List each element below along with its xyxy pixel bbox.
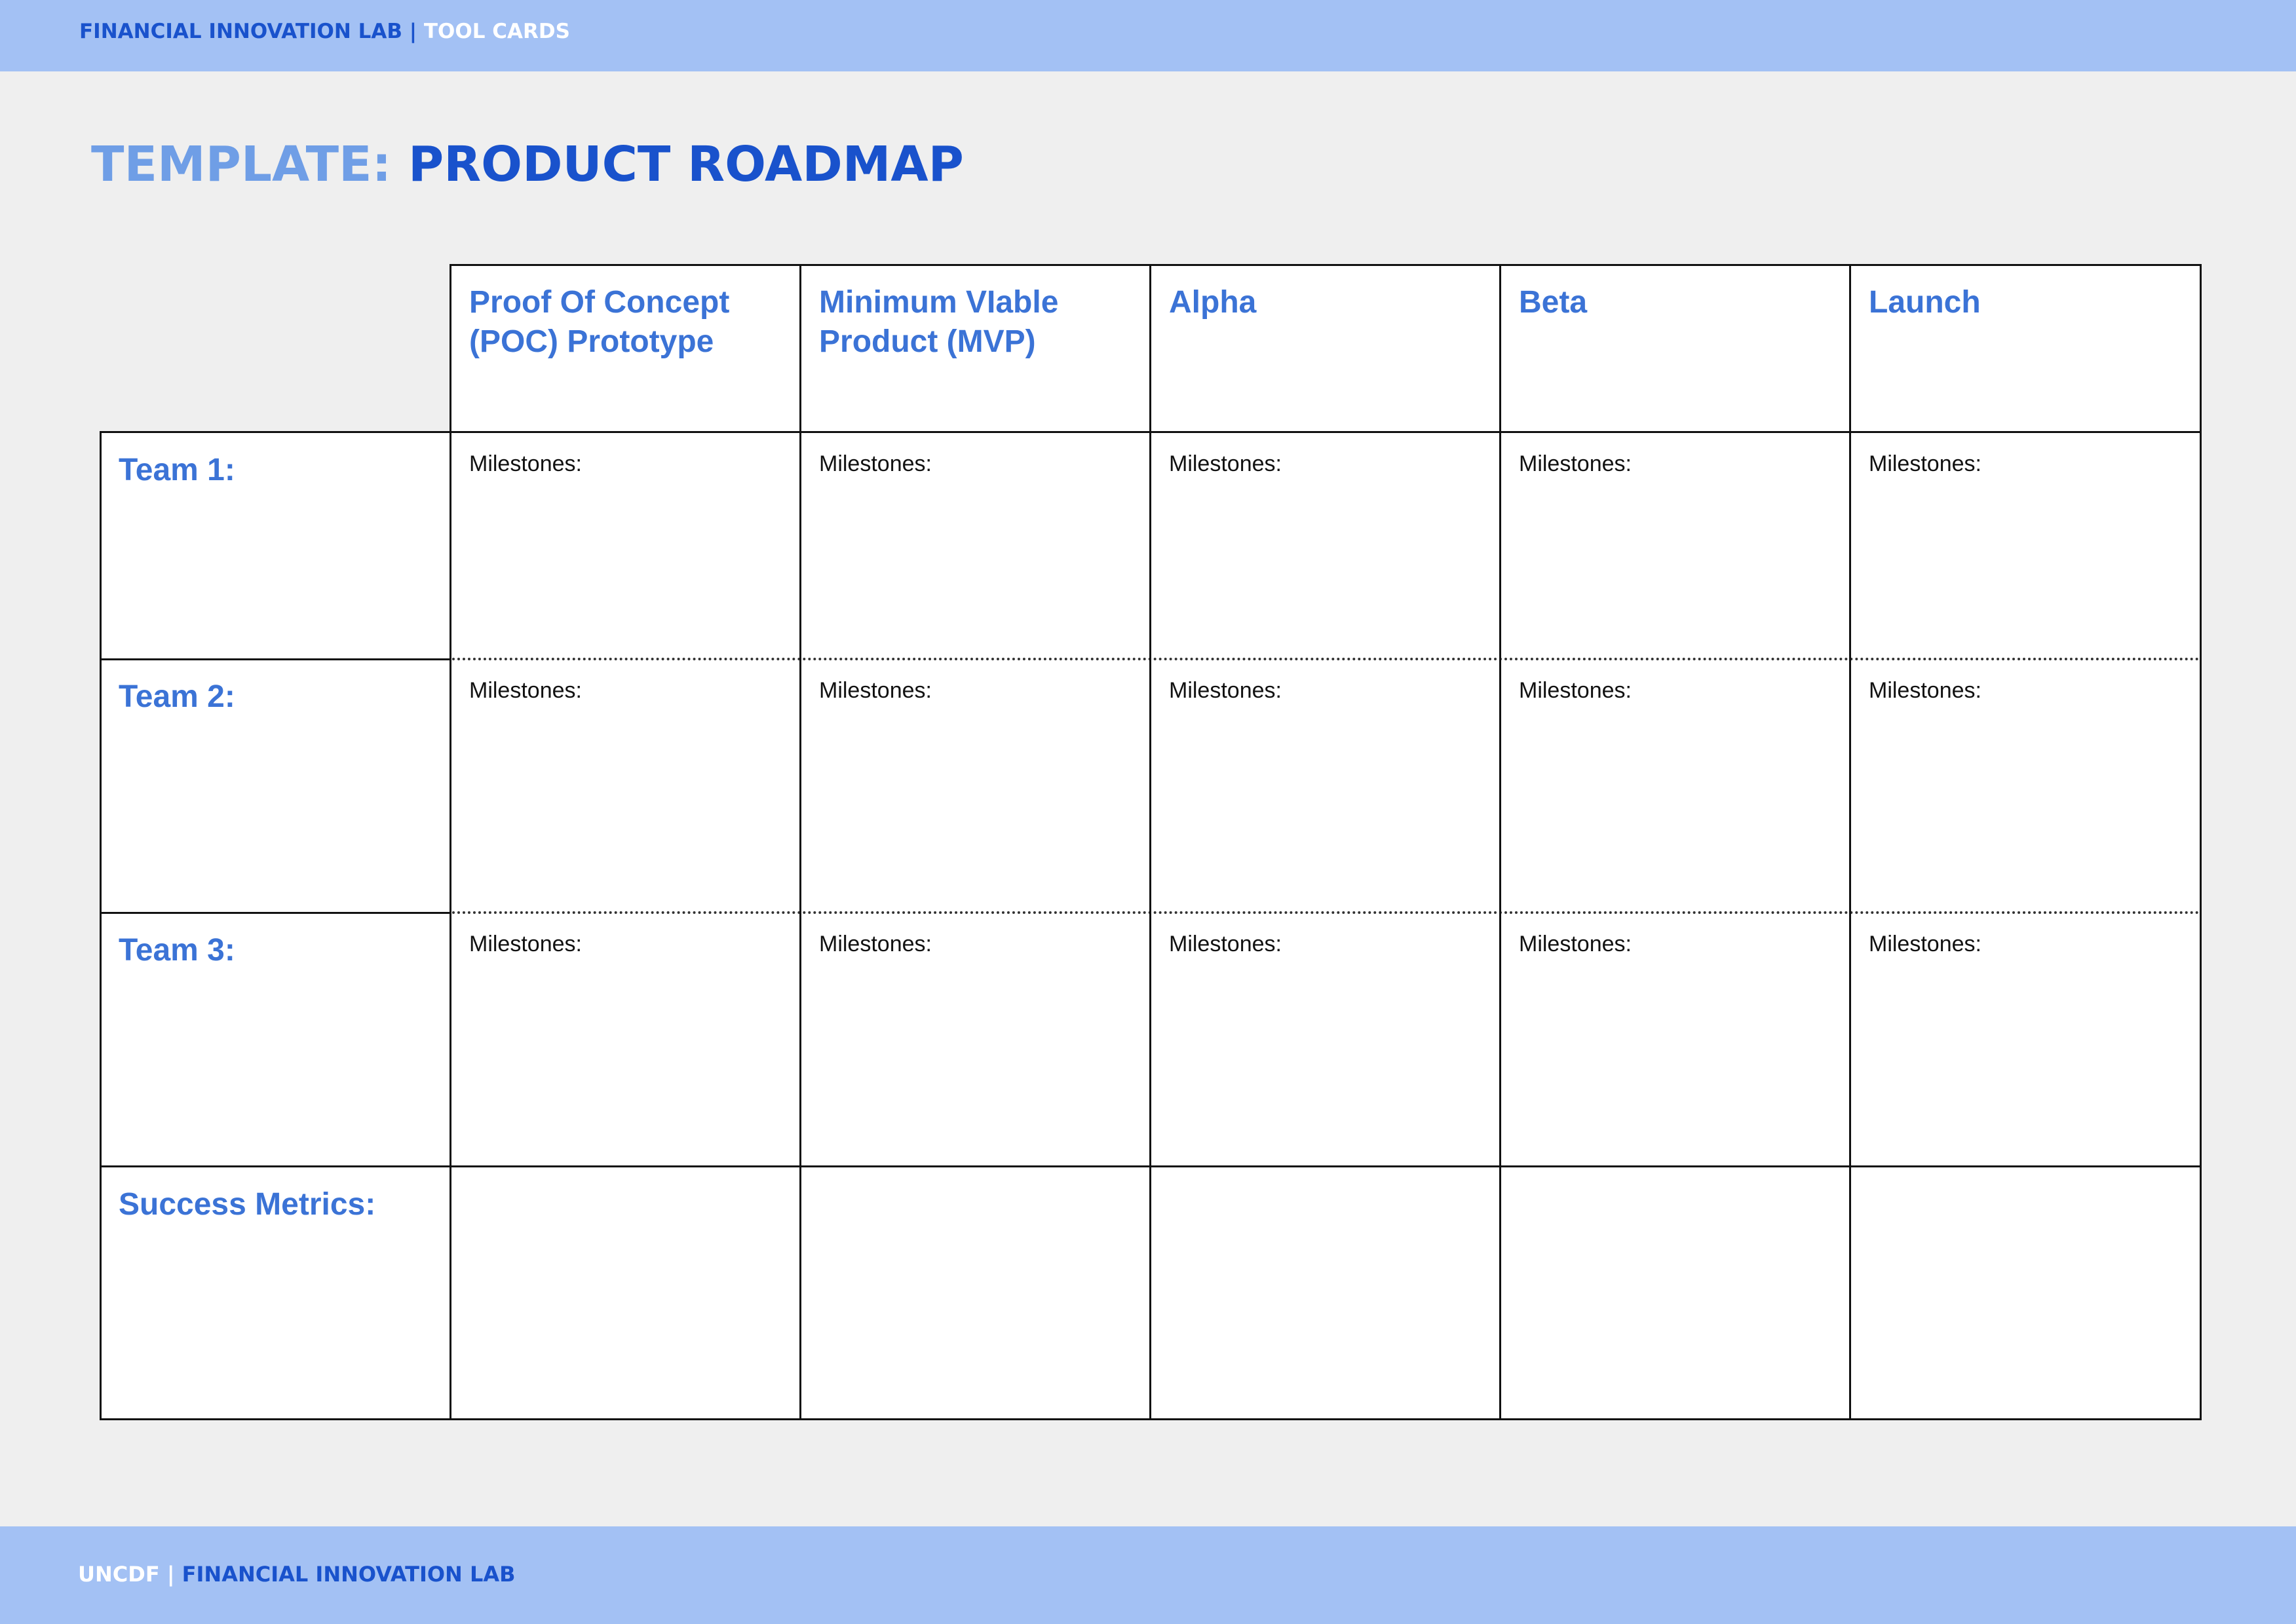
milestone-team1-alpha: Milestones: xyxy=(1169,451,1282,476)
milestone-team3-poc: Milestones: xyxy=(469,932,582,956)
phase-poc-line1: Proof Of Concept xyxy=(469,285,730,320)
row-label-team-2: Team 2: xyxy=(119,679,235,714)
milestone-team1-beta: Milestones: xyxy=(1519,451,1632,476)
milestone-team3-alpha: Milestones: xyxy=(1169,932,1282,956)
milestone-team3-beta: Milestones: xyxy=(1519,932,1632,956)
grid-line-col-4 xyxy=(1499,264,1501,1420)
page-title-prefix: TEMPLATE: xyxy=(91,136,392,193)
header-bar: FINANCIAL INNOVATION LAB | TOOL CARDS xyxy=(0,0,2296,71)
phase-header-area xyxy=(450,264,2202,432)
grid-line-col-2 xyxy=(799,264,801,1420)
milestone-team1-launch: Milestones: xyxy=(1869,451,1981,476)
milestone-team1-poc: Milestones: xyxy=(469,451,582,476)
phase-header-poc: Proof Of Concept (POC) Prototype xyxy=(469,283,729,362)
grid-line-col-5 xyxy=(1849,264,1851,1420)
page-title: TEMPLATE: PRODUCT ROADMAP xyxy=(91,136,964,193)
milestone-team2-poc: Milestones: xyxy=(469,678,582,703)
grid-line-top xyxy=(450,264,2202,266)
footer-org: UNCDF xyxy=(78,1562,160,1587)
page-title-main: PRODUCT ROADMAP xyxy=(408,136,964,193)
phase-launch-line1: Launch xyxy=(1869,285,1981,320)
header-brand-name: FINANCIAL INNOVATION LAB xyxy=(79,20,402,43)
grid-line-label-team3 xyxy=(100,912,451,914)
phase-poc-line2: (POC) Prototype xyxy=(469,324,714,359)
phase-beta-line1: Beta xyxy=(1519,285,1588,320)
grid-line-col-right xyxy=(2200,264,2202,1420)
milestone-team2-alpha: Milestones: xyxy=(1169,678,1282,703)
footer-separator: | xyxy=(166,1562,175,1587)
footer-lab: FINANCIAL INNOVATION LAB xyxy=(182,1562,516,1587)
footer-bar: UNCDF | FINANCIAL INNOVATION LAB xyxy=(0,1526,2296,1624)
footer-brand: UNCDF | FINANCIAL INNOVATION LAB xyxy=(78,1562,516,1587)
header-separator: | xyxy=(409,20,417,43)
milestone-team2-mvp: Milestones: xyxy=(819,678,932,703)
milestone-team2-launch: Milestones: xyxy=(1869,678,1981,703)
grid-line-label-team2 xyxy=(100,658,451,660)
grid-line-col-1 xyxy=(450,264,451,1420)
phase-alpha-line1: Alpha xyxy=(1169,285,1257,320)
row-label-team-1: Team 1: xyxy=(119,453,235,487)
phase-mvp-line2: Product (MVP) xyxy=(819,324,1036,359)
row-label-success-metrics: Success Metrics: xyxy=(119,1187,376,1222)
phase-header-launch: Launch xyxy=(1869,283,1981,322)
milestone-team3-launch: Milestones: xyxy=(1869,932,1981,956)
grid-line-col-3 xyxy=(1149,264,1151,1420)
phase-header-mvp: Minimum VIable Product (MVP) xyxy=(819,283,1058,362)
phase-mvp-line1: Minimum VIable xyxy=(819,285,1059,320)
milestone-team3-mvp: Milestones: xyxy=(819,932,932,956)
milestone-team2-beta: Milestones: xyxy=(1519,678,1632,703)
phase-header-alpha: Alpha xyxy=(1169,283,1256,322)
phase-header-beta: Beta xyxy=(1519,283,1587,322)
milestone-team1-mvp: Milestones: xyxy=(819,451,932,476)
row-label-team-3: Team 3: xyxy=(119,933,235,968)
header-brand: FINANCIAL INNOVATION LAB | TOOL CARDS xyxy=(79,20,570,43)
dotted-separator-team2 xyxy=(452,658,2200,660)
header-section: TOOL CARDS xyxy=(423,20,570,43)
grid-line-col-left xyxy=(100,431,102,1420)
dotted-separator-team3 xyxy=(452,911,2200,914)
